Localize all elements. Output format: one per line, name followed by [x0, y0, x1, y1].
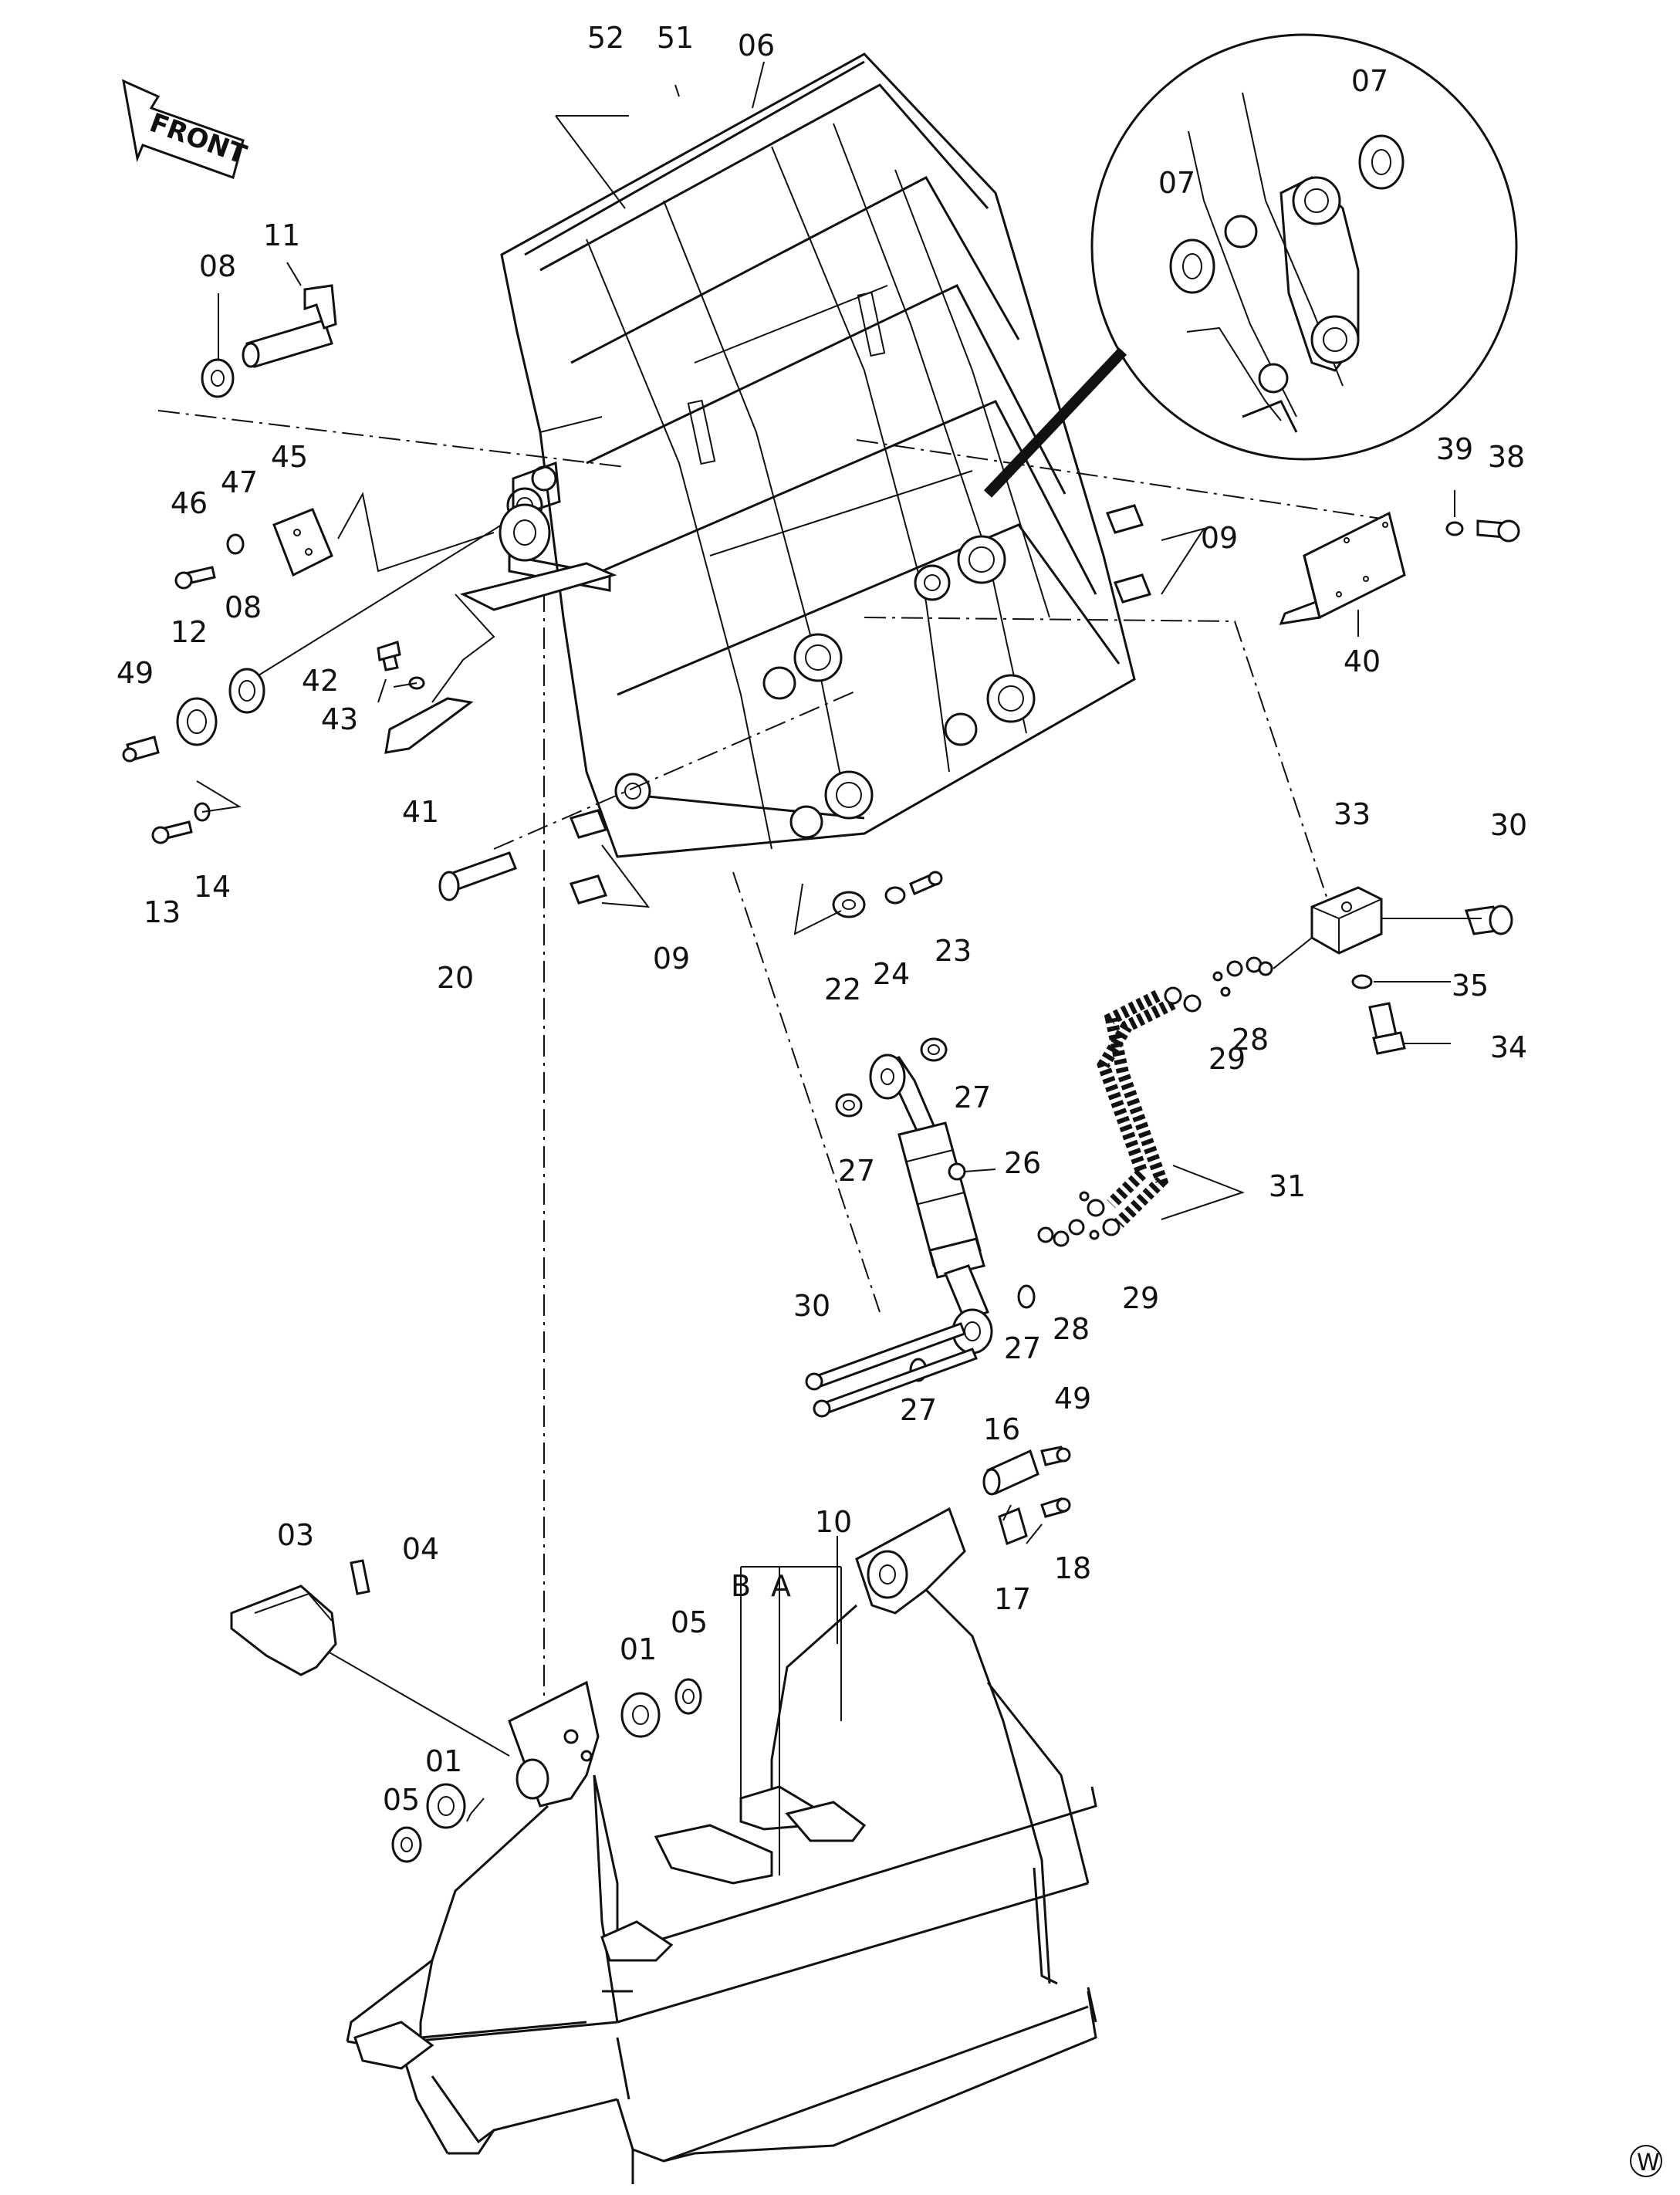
callout-label: 04	[402, 1532, 439, 1566]
callout-label: 09	[653, 942, 690, 976]
callout-label: 10	[815, 1505, 852, 1539]
callout-label: 30	[1490, 808, 1527, 842]
callout-label: 30	[793, 1289, 830, 1323]
mounting-plate	[1279, 511, 1520, 625]
callout-label: 07	[1158, 166, 1195, 200]
callout-label: 01	[620, 1632, 657, 1666]
callout-label: 13	[144, 895, 181, 929]
callout-label: 14	[194, 870, 231, 904]
callout-label: A	[771, 1569, 791, 1603]
callout-label: 49	[117, 656, 154, 690]
corner-mark-label: W	[1637, 2149, 1660, 2176]
callout-label: 27	[900, 1393, 937, 1427]
callout-label: 05	[383, 1783, 420, 1817]
callout-label: 49	[1054, 1382, 1091, 1415]
hydraulic-hoses	[1037, 956, 1273, 1247]
callout-label: 38	[1488, 440, 1525, 474]
callout-label: 52	[587, 21, 624, 55]
callout-label: 18	[1054, 1551, 1091, 1585]
alignment-lines	[157, 410, 1382, 1702]
callout-label: 45	[271, 440, 308, 474]
callout-label: 22	[824, 972, 861, 1006]
misc-leader-lines	[218, 61, 1455, 908]
callout-label: 11	[263, 218, 300, 252]
detail-magnifier	[983, 33, 1518, 498]
callout-label: 17	[994, 1582, 1031, 1616]
callout-label: 20	[437, 961, 474, 995]
pin-assembly-upper	[201, 284, 337, 398]
callout-label: 33	[1334, 797, 1371, 831]
callout-label: 26	[1004, 1146, 1041, 1180]
coupler-frame	[500, 52, 1136, 858]
callout-label: 12	[171, 615, 208, 649]
corner-mark-circle	[1630, 2145, 1662, 2177]
bucket	[346, 1507, 1097, 2184]
hydraulic-cylinder	[805, 1037, 1036, 1418]
callout-label: 43	[321, 702, 358, 736]
callout-label: 27	[1004, 1331, 1041, 1365]
callout-label: 51	[657, 21, 694, 55]
callout-label: 40	[1344, 644, 1381, 678]
callout-label: 41	[402, 795, 439, 829]
left-small-parts	[122, 503, 617, 901]
callout-label: 01	[425, 1744, 462, 1778]
callout-labels: 52 51 06 07 07 11 08 47 45 46 08 12 49 42 43 41 13 14 20 09…	[117, 21, 1527, 1817]
callout-label: 08	[199, 249, 236, 283]
callout-label: 47	[221, 465, 258, 499]
valve-block	[1273, 886, 1513, 1055]
callout-label: 09	[1201, 521, 1238, 555]
callout-label: 27	[954, 1081, 991, 1114]
callout-label: 35	[1452, 969, 1489, 1003]
callout-label: B	[731, 1569, 751, 1603]
front-arrow-icon: FRONT	[122, 79, 252, 179]
callout-label: 08	[225, 590, 262, 624]
group-bracket	[740, 1566, 842, 1875]
center-small-parts	[793, 871, 943, 935]
callout-label: 06	[738, 29, 775, 63]
bucket-parts	[230, 1446, 1071, 1863]
callout-label: 24	[873, 957, 910, 991]
callout-label: 29	[1208, 1042, 1246, 1076]
left-leader-lines	[196, 492, 502, 813]
callout-label: 46	[171, 486, 208, 520]
callout-label: 07	[1351, 64, 1388, 98]
callout-label: 05	[671, 1605, 708, 1639]
stoppers	[569, 504, 1152, 905]
callout-label: 39	[1436, 432, 1473, 466]
callout-label: 31	[1269, 1169, 1306, 1203]
callout-label: 03	[277, 1518, 314, 1552]
callout-label: 42	[302, 664, 339, 698]
callout-label: 29	[1122, 1281, 1159, 1315]
callout-label: 23	[935, 934, 972, 968]
callout-label: 28	[1232, 1023, 1269, 1057]
callout-label: 34	[1490, 1030, 1527, 1064]
callout-label: 28	[1053, 1312, 1090, 1346]
callout-label: 27	[838, 1154, 875, 1188]
front-label: FRONT	[146, 107, 252, 171]
callout-label: 16	[983, 1412, 1020, 1446]
